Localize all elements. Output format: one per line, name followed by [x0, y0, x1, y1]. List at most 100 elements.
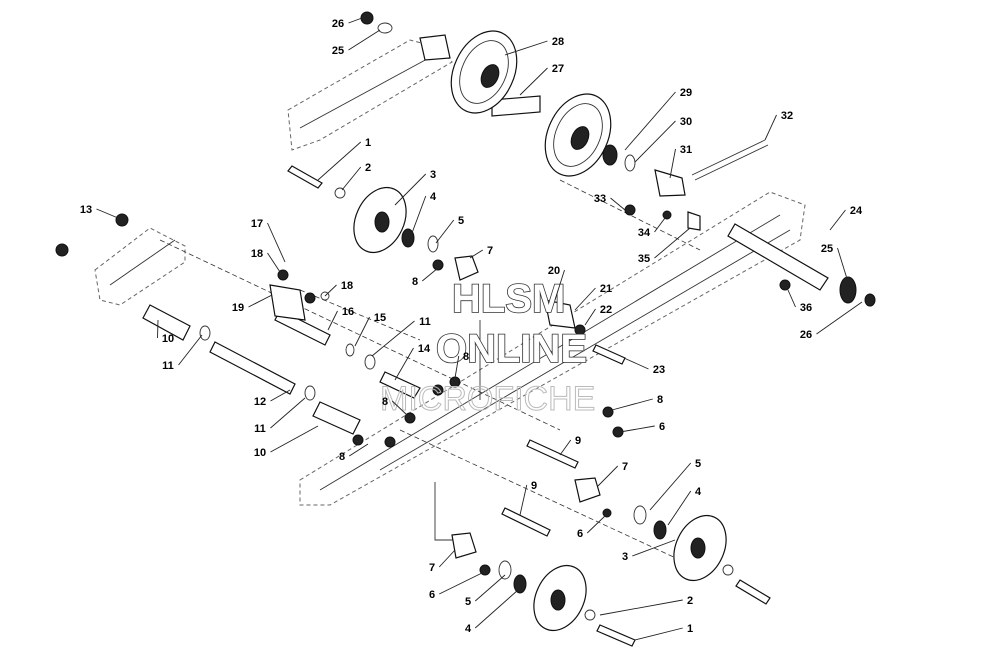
callout-leader	[341, 166, 362, 191]
callout-leader	[324, 284, 337, 297]
callout-label: 16	[342, 306, 354, 318]
callout-6: 6	[619, 421, 665, 433]
callout-31: 31	[669, 144, 692, 179]
bolt-23	[592, 344, 626, 365]
callout-leader	[391, 400, 409, 417]
callout-12: 12	[254, 389, 291, 408]
centerline-b	[399, 429, 681, 561]
callout-label: 6	[429, 589, 435, 601]
callout-leader	[348, 29, 381, 51]
callout-leader	[649, 462, 692, 511]
callout-label: 28	[552, 36, 564, 48]
callout-label: 24	[850, 205, 863, 217]
callout-36: 36	[787, 289, 812, 314]
callout-label: 34	[638, 227, 651, 239]
callout-leader	[829, 209, 846, 231]
bolt-1-lower	[596, 579, 771, 647]
callout-33: 33	[594, 193, 626, 211]
left-rail	[94, 227, 186, 306]
callout-leader	[554, 269, 565, 301]
callout-label: 20	[548, 265, 560, 277]
pivot-blocks	[269, 34, 701, 559]
callout-label: 6	[577, 528, 583, 540]
callout-leader	[619, 425, 655, 433]
callout-8: 8	[382, 396, 409, 417]
watermark-line2: ONLINE	[436, 327, 587, 371]
callout-label: 7	[429, 562, 435, 574]
callout-19: 19	[232, 294, 273, 314]
callout-label: 11	[254, 423, 266, 435]
callout-leader	[584, 308, 596, 326]
callout-leader	[270, 389, 291, 402]
callout-label: 15	[374, 312, 386, 324]
callout-13: 13	[80, 204, 119, 219]
callout-leader	[787, 289, 796, 308]
callout-25: 25	[332, 29, 381, 57]
callout-leader	[454, 355, 460, 379]
callout-label: 18	[341, 280, 353, 292]
callouts: 2625282729323031123453334352425131718187…	[80, 17, 863, 641]
callout-label: 27	[552, 63, 564, 75]
callout-10: 10	[157, 319, 174, 345]
centerline-a	[159, 239, 561, 431]
bolt-9b	[501, 507, 551, 537]
callout-6: 6	[577, 514, 607, 540]
callout-32: 32	[764, 110, 793, 141]
callout-label: 3	[622, 551, 628, 563]
callout-label: 12	[254, 396, 266, 408]
callout-label: 11	[419, 316, 431, 328]
callout-24: 24	[829, 205, 863, 231]
callout-label: 8	[463, 351, 469, 363]
callout-leader	[317, 141, 362, 181]
callout-label: 25	[332, 45, 344, 57]
callout-11: 11	[254, 397, 306, 435]
callout-leader	[394, 173, 427, 206]
spacer-14	[379, 371, 421, 399]
callout-leader	[816, 301, 863, 335]
callout-leader	[96, 208, 119, 219]
callout-leader	[559, 439, 572, 456]
callout-leader	[654, 217, 666, 233]
callout-29: 29	[624, 87, 692, 151]
callout-10: 10	[254, 425, 319, 459]
callout-35: 35	[638, 227, 691, 265]
callout-leader	[632, 539, 676, 557]
upper-left-rail	[287, 39, 453, 151]
callout-5: 5	[435, 215, 464, 244]
callout-5: 5	[465, 574, 506, 608]
callout-label: 2	[687, 595, 693, 607]
callout-9: 9	[559, 435, 581, 456]
callout-label: 8	[657, 394, 663, 406]
callout-23: 23	[623, 357, 665, 376]
callout-leader	[586, 514, 607, 534]
callout-7: 7	[469, 245, 493, 259]
watermark-line3: MICROFICHE	[380, 380, 595, 418]
callout-label: 30	[680, 116, 692, 128]
callout-label: 1	[365, 137, 371, 149]
callout-leader	[504, 40, 548, 56]
callout-22: 22	[584, 304, 612, 326]
callout-leader	[348, 17, 363, 24]
callout-leader	[411, 195, 427, 234]
bearings-and-rings	[55, 11, 876, 621]
callout-label: 10	[254, 447, 266, 459]
callout-17: 17	[251, 218, 286, 263]
rear-idler-wheel-left	[450, 30, 518, 114]
callout-leader	[669, 148, 676, 179]
centerline-d	[299, 289, 421, 341]
callout-16: 16	[327, 306, 354, 331]
callout-leader	[837, 247, 849, 283]
callout-8: 8	[454, 351, 469, 379]
callout-label: 14	[418, 343, 431, 355]
callout-label: 21	[600, 283, 612, 295]
callout-8: 8	[339, 443, 369, 463]
callout-leader	[634, 627, 683, 641]
callout-label: 5	[458, 215, 464, 227]
watermark-line1: HLSM	[452, 277, 565, 321]
callout-leader	[599, 599, 683, 616]
callout-4: 4	[667, 486, 702, 526]
callout-label: 11	[162, 360, 174, 372]
idler-wheel-lower-left	[533, 564, 587, 632]
callout-leader	[439, 572, 483, 595]
callout-leader	[438, 549, 456, 568]
